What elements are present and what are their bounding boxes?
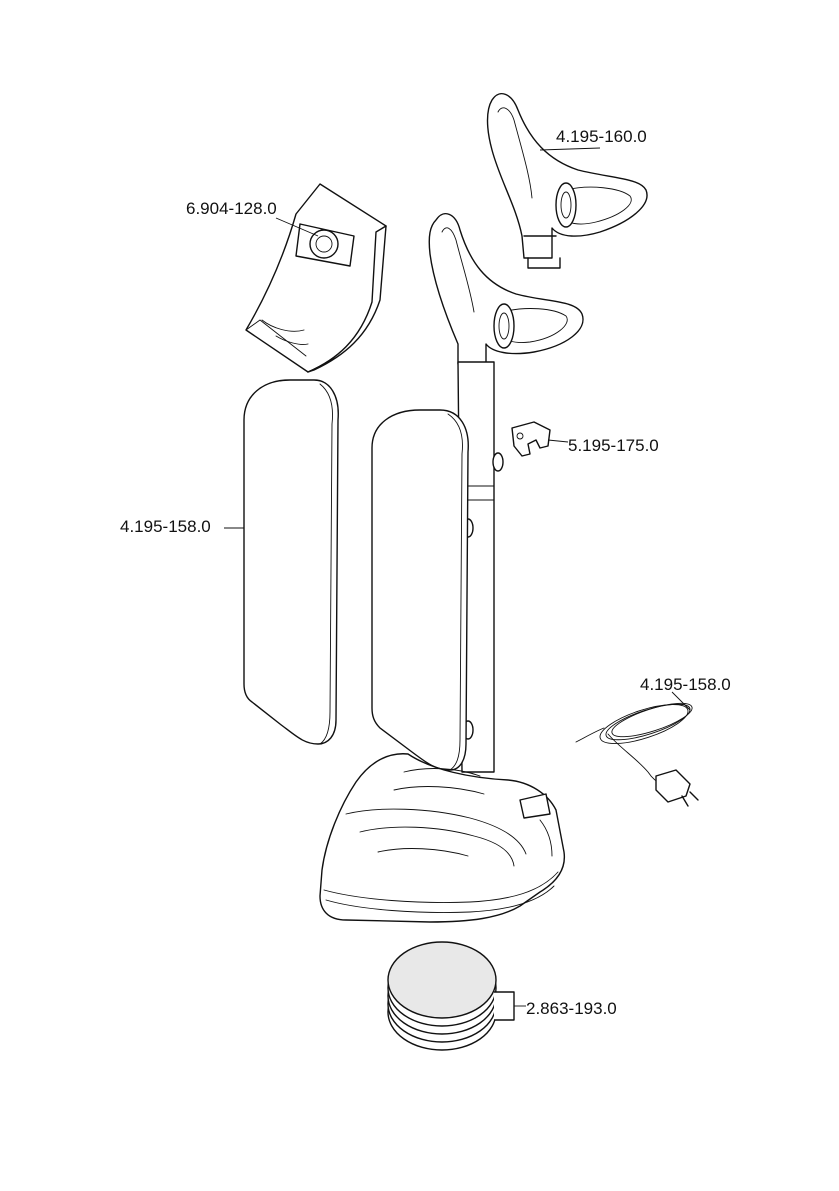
label-power-cord: 4.195-158.0 <box>640 675 731 694</box>
clip-drawing <box>511 421 551 457</box>
power-cord-drawing <box>575 702 699 807</box>
polishing-pads-drawing <box>387 941 515 1051</box>
spare-handle-drawing <box>486 92 648 269</box>
machine-drawing <box>319 212 584 923</box>
label-cover-panel: 4.195-158.0 <box>120 517 211 536</box>
label-dust-bag: 6.904-128.0 <box>186 199 277 218</box>
cover-panel-drawing <box>243 379 339 745</box>
label-clip: 5.195-175.0 <box>568 436 659 455</box>
label-polishing-pads: 2.863-193.0 <box>526 999 617 1018</box>
dust-bag-drawing <box>245 183 387 373</box>
label-handle-top: 4.195-160.0 <box>556 127 647 146</box>
